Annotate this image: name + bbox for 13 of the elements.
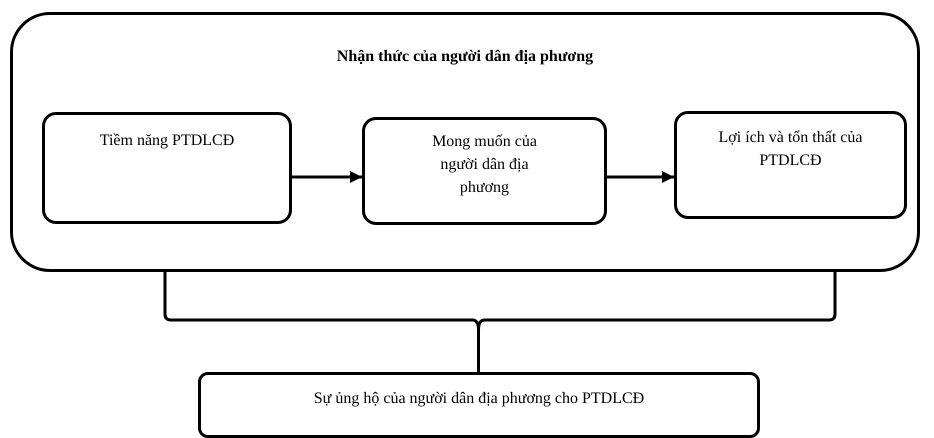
process-box bbox=[42, 112, 292, 224]
group-box bbox=[10, 12, 920, 272]
process-box bbox=[362, 117, 607, 225]
arrow bbox=[292, 171, 362, 183]
process-box bbox=[198, 372, 760, 438]
process-box bbox=[674, 111, 907, 219]
heading-text: Nhận thức của người dân địa phương bbox=[336, 47, 594, 67]
box-text: Sự ủng hộ của người dân địa phương cho PTDLCĐ bbox=[314, 389, 644, 409]
box-text: Lợi ích và tổn thất của PTDLCĐ bbox=[718, 128, 864, 171]
box-text: Mong muốn của người dân địa phương bbox=[431, 132, 538, 198]
brace-connector bbox=[164, 270, 836, 374]
box-text: Tiềm năng PTDLCĐ bbox=[100, 131, 234, 151]
arrow bbox=[607, 171, 674, 183]
